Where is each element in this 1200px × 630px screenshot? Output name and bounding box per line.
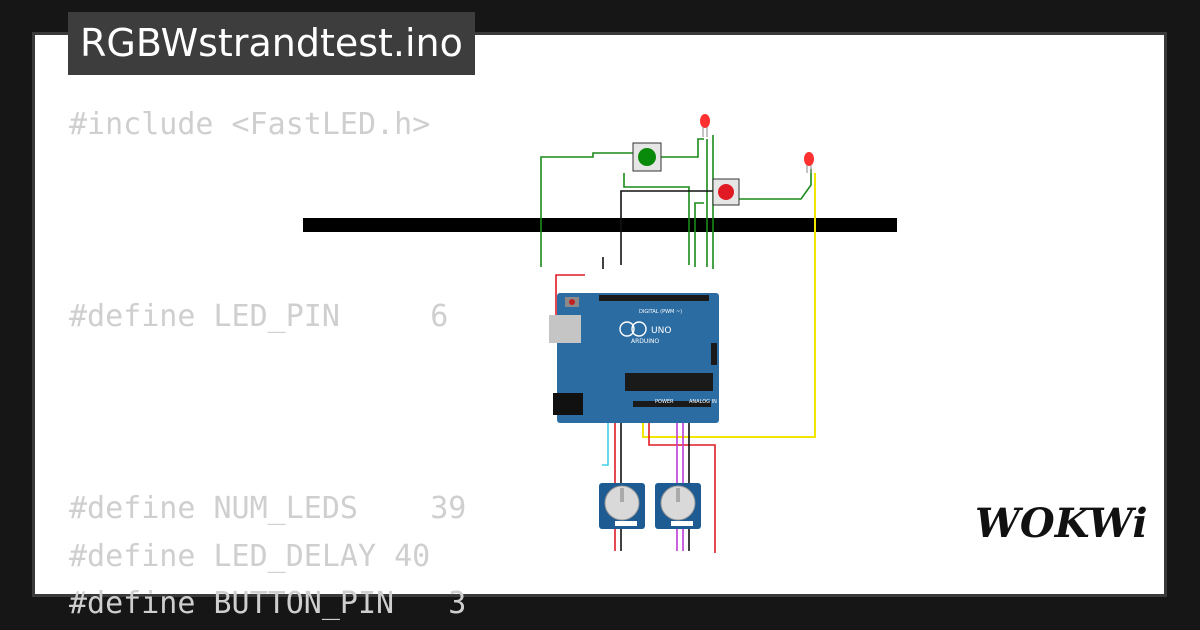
green-pushbutton[interactable]	[632, 142, 662, 172]
digital-header-label: DIGITAL (PWM ~)	[639, 309, 682, 315]
arduino-uno-board[interactable]: UNO ARDUINO DIGITAL (PWM ~) POWER ANALOG…	[549, 293, 719, 423]
wokwi-logo: WOKWi	[945, 492, 1155, 557]
project-filename-tab[interactable]: RGBWstrandtest.ino	[68, 12, 475, 75]
red-led-2[interactable]	[804, 152, 814, 173]
power-header-label: POWER	[655, 399, 674, 405]
preview-card: #include <FastLED.h> #define LED_PIN 6 #…	[32, 32, 1167, 621]
code-line-led-pin: #define LED_PIN 6	[69, 299, 449, 334]
code-line-led-delay: #define LED_DELAY 40	[69, 539, 431, 574]
led-strip	[303, 218, 897, 232]
wokwi-logo-text: WOKWi	[975, 500, 1148, 547]
red-led-1[interactable]	[700, 114, 710, 137]
code-line-include: #include <FastLED.h>	[69, 107, 431, 142]
board-maker: ARDUINO	[631, 338, 660, 345]
board-logo: UNO	[651, 326, 671, 336]
red-pushbutton[interactable]	[712, 178, 740, 206]
code-line-button-pin: #define BUTTON_PIN 3	[69, 586, 467, 621]
potentiometer-2[interactable]	[655, 483, 701, 529]
potentiometer-1[interactable]	[599, 483, 645, 529]
code-line-num-leds: #define NUM_LEDS 39	[69, 491, 467, 526]
circuit-diagram: UNO ARDUINO DIGITAL (PWM ~) POWER ANALOG…	[540, 114, 816, 553]
analog-header-label: ANALOG IN	[689, 399, 717, 405]
